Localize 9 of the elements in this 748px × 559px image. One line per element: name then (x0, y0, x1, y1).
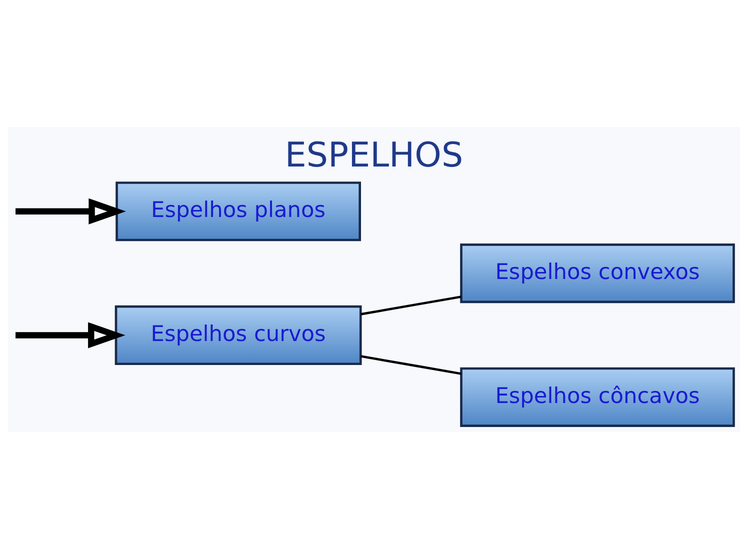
node-box: Espelhos planos (116, 182, 362, 242)
diagram-title: ESPELHOS (284, 136, 464, 176)
arrow (16, 198, 126, 224)
connector (360, 355, 462, 375)
node-box: Espelhos côncavos (460, 367, 735, 427)
node-box: Espelhos curvos (114, 305, 362, 366)
connector (360, 296, 462, 316)
arrow (16, 322, 126, 348)
node-box: Espelhos convexos (460, 244, 735, 304)
